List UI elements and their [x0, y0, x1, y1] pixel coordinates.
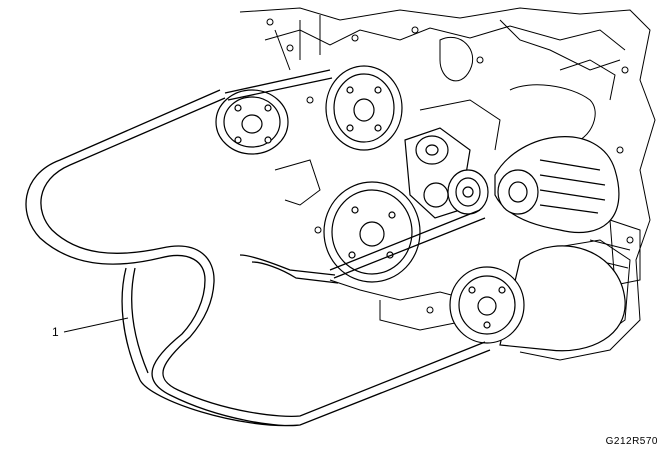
callout-leader-1 [63, 317, 129, 333]
callout-number-1: 1 [52, 325, 59, 339]
power-steering-pump-pulley [215, 89, 289, 155]
engine-block-outline [239, 7, 656, 361]
figure-code: G212R570 [605, 436, 658, 447]
ac-compressor-pulley [449, 245, 626, 352]
water-pump-pulley [325, 65, 403, 151]
alternator [494, 136, 620, 234]
idler-pulley [447, 169, 489, 215]
drive-belt [25, 69, 491, 427]
crankshaft-pulley [323, 181, 421, 283]
